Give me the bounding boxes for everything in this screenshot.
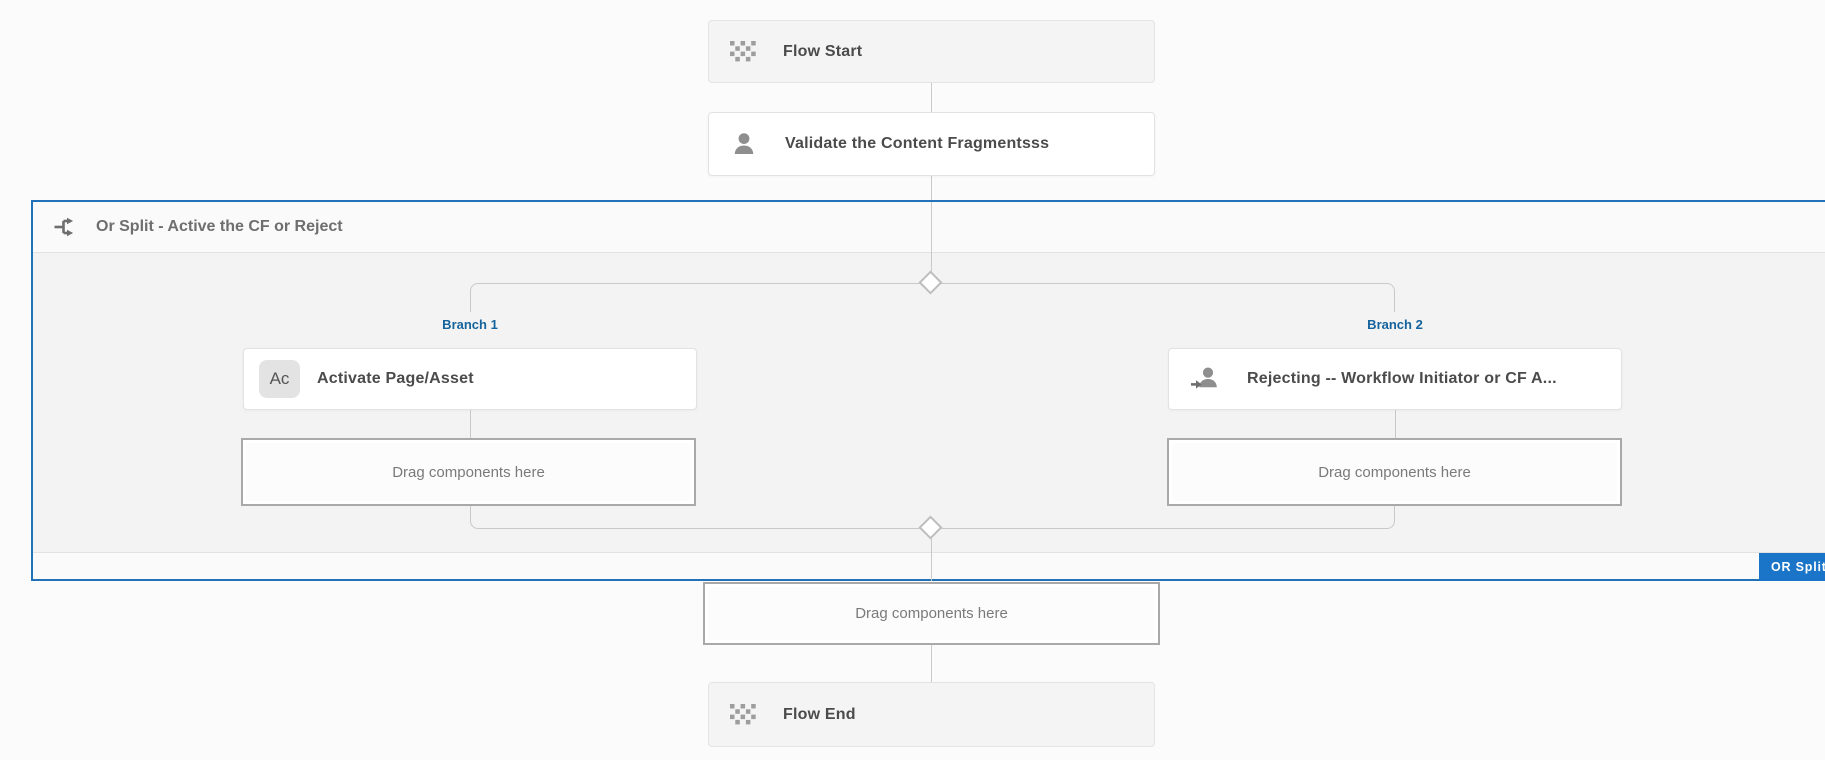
connector-diamond-exit: [931, 536, 932, 581]
checkerboard-icon: [730, 41, 756, 62]
flow-start-node[interactable]: Flow Start: [708, 20, 1155, 83]
checkerboard-icon: [730, 704, 756, 725]
rejecting-step-label: Rejecting -- Workflow Initiator or CF A.…: [1247, 370, 1557, 387]
or-split-footer: [33, 552, 1825, 579]
connector-start-validate: [931, 83, 932, 112]
flow-start-label: Flow Start: [783, 42, 863, 60]
validate-step-node[interactable]: Validate the Content Fragmentsss: [708, 112, 1155, 176]
or-split-title: Or Split - Active the CF or Reject: [96, 218, 343, 235]
branch2-dropzone[interactable]: Drag components here: [1167, 438, 1622, 506]
connector-header-diamond: [931, 202, 932, 278]
or-split-icon: [53, 215, 80, 239]
user-arrow-icon: [1190, 365, 1220, 393]
ac-badge-icon: Ac: [259, 360, 300, 398]
activate-step-label: Activate Page/Asset: [317, 370, 474, 387]
or-split-header[interactable]: Or Split - Active the CF or Reject: [33, 202, 1825, 253]
branch2-label: Branch 2: [1367, 317, 1423, 332]
user-icon: [730, 130, 758, 158]
rejecting-step-node[interactable]: Rejecting -- Workflow Initiator or CF A.…: [1168, 348, 1622, 410]
connector-dropzone-end: [931, 645, 932, 682]
main-dropzone[interactable]: Drag components here: [703, 582, 1160, 645]
branch2-dropzone-label: Drag components here: [1318, 463, 1471, 481]
validate-step-label: Validate the Content Fragmentsss: [785, 135, 1050, 152]
branch1-dropzone[interactable]: Drag components here: [241, 438, 696, 506]
branch1-label: Branch 1: [442, 317, 498, 332]
connector-validate-container: [931, 176, 932, 200]
connector-branch1-dropzone: [470, 410, 471, 438]
activate-step-node[interactable]: Ac Activate Page/Asset: [243, 348, 697, 410]
flow-end-label: Flow End: [783, 705, 856, 723]
main-dropzone-label: Drag components here: [855, 605, 1008, 622]
connector-branch2-dropzone: [1395, 410, 1396, 438]
flow-end-node[interactable]: Flow End: [708, 682, 1155, 747]
or-split-badge: OR Split: [1759, 553, 1825, 581]
branch1-dropzone-label: Drag components here: [392, 463, 545, 481]
